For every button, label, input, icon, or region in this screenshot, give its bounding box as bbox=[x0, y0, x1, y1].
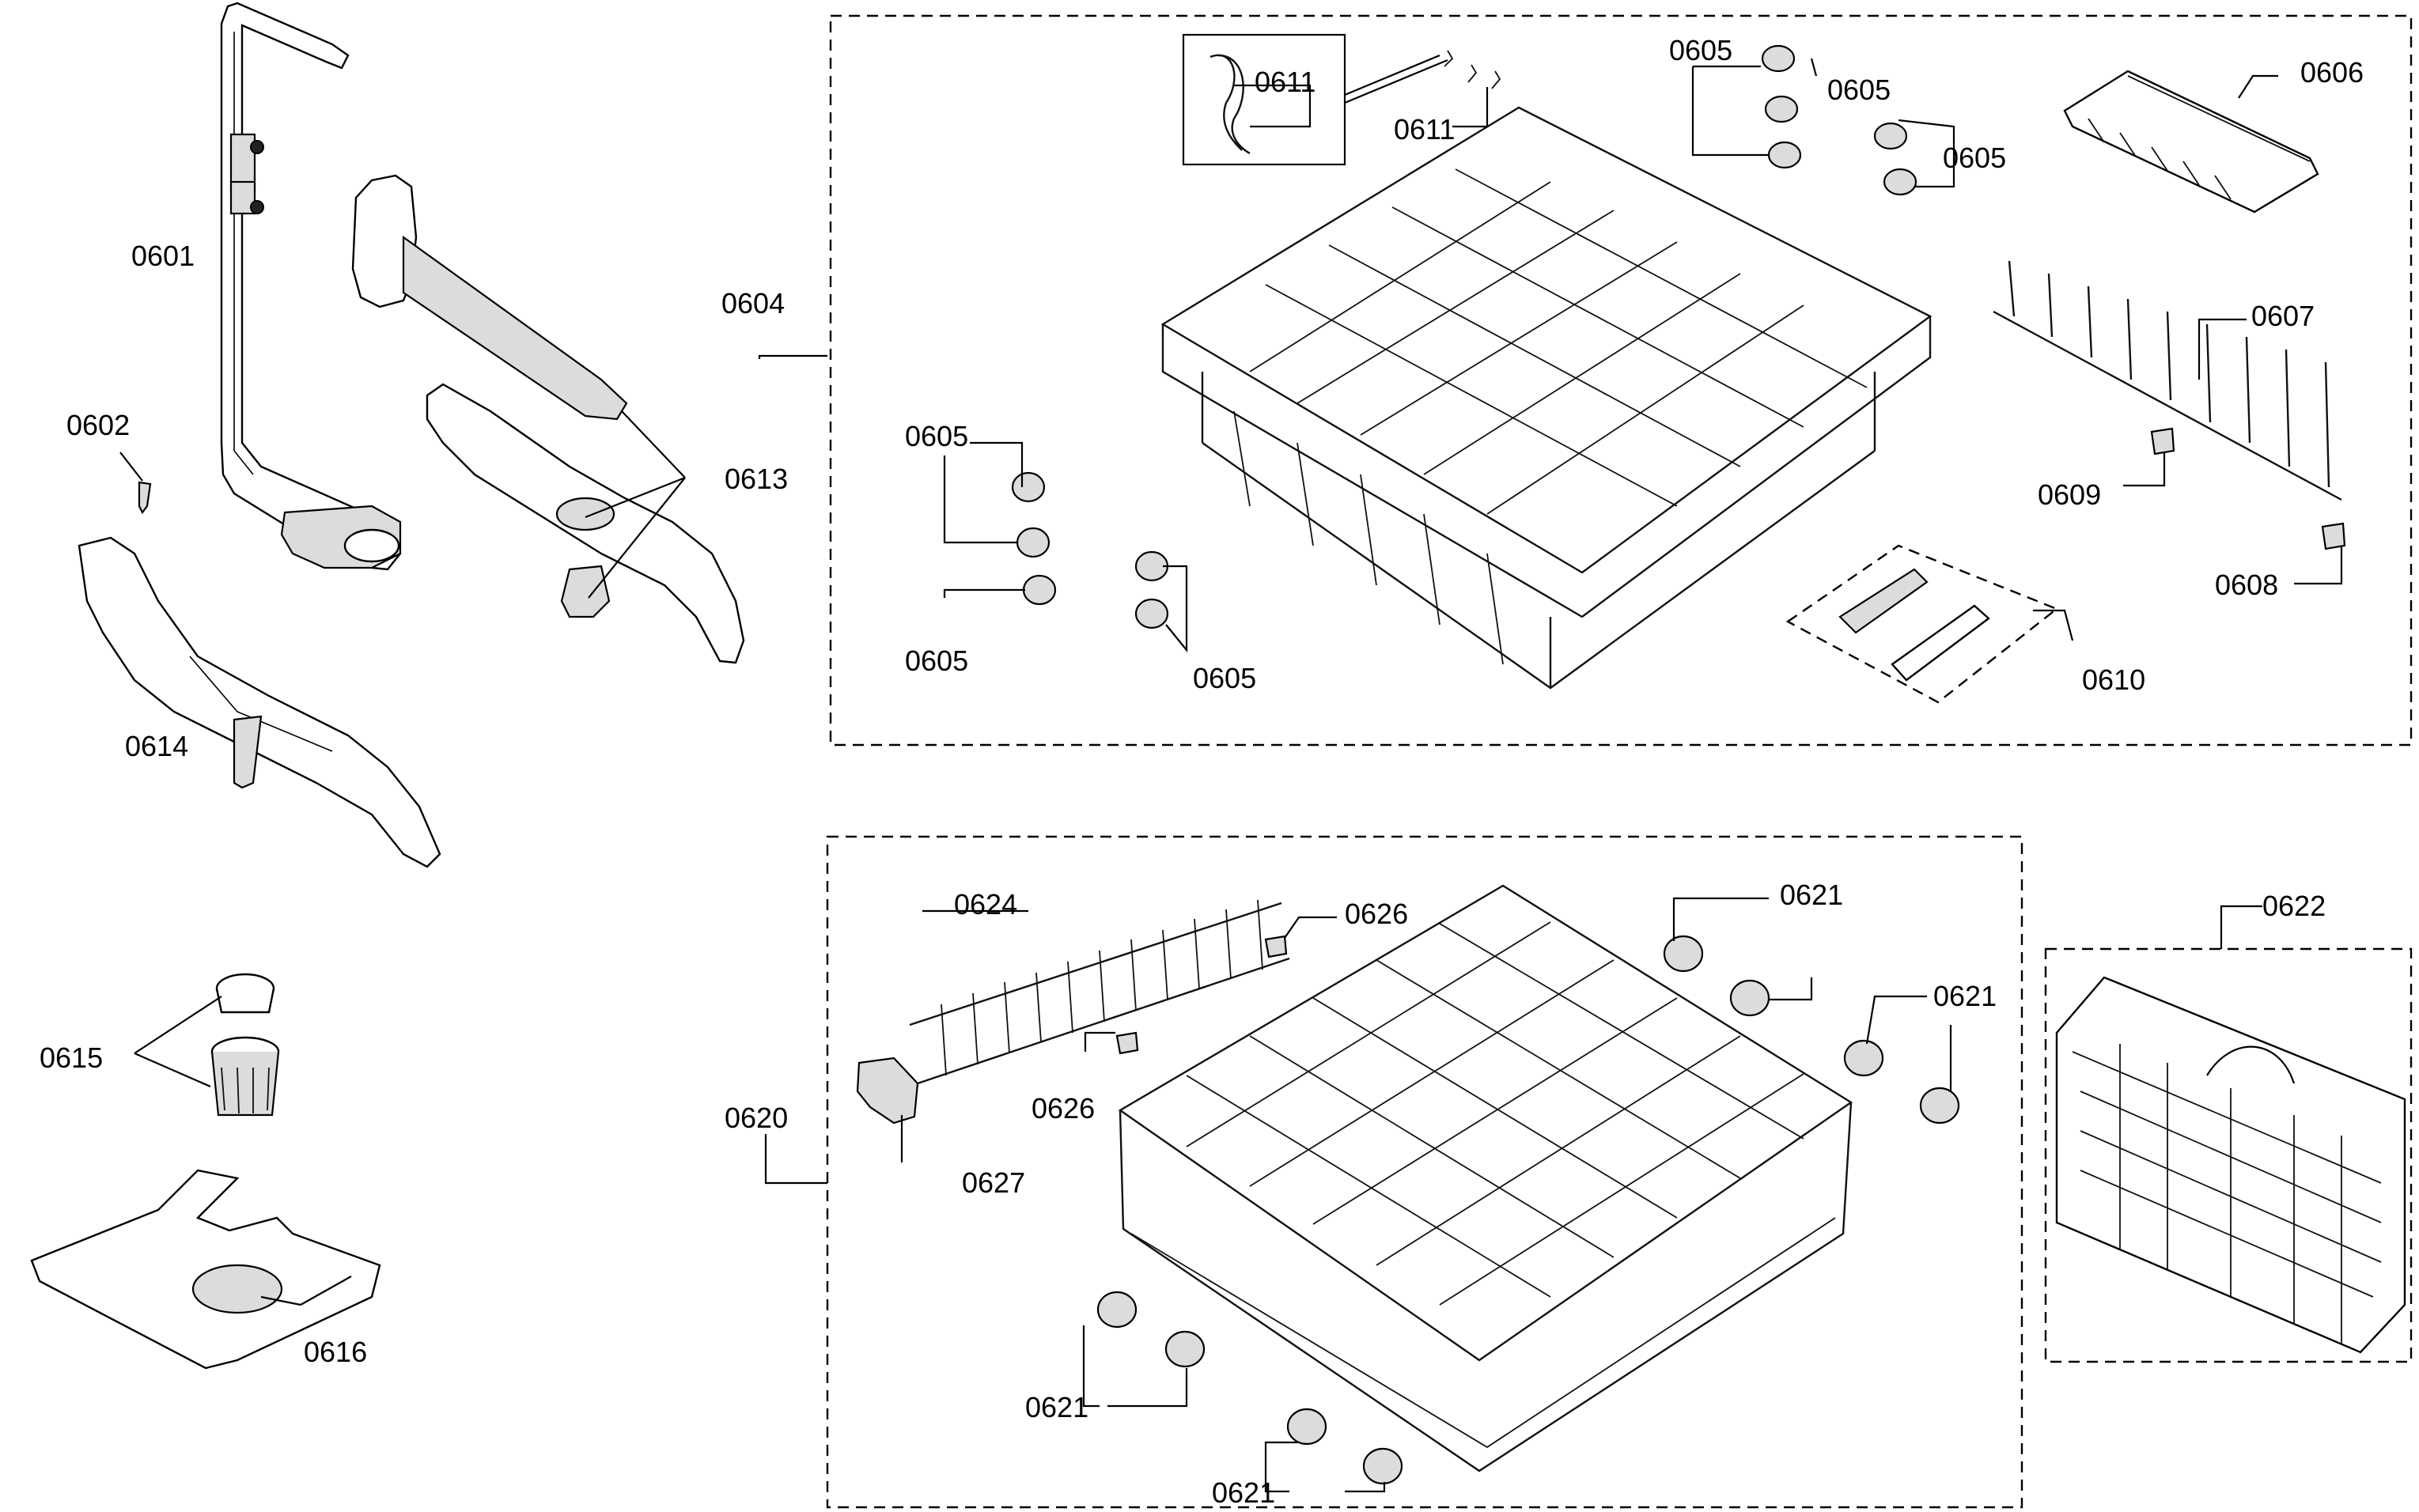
upper-spray-arm-part bbox=[351, 174, 745, 664]
label-0605-e: 0605 bbox=[905, 644, 968, 677]
silverware-basket-box bbox=[2044, 947, 2413, 1363]
tine-row-part bbox=[1993, 260, 2346, 550]
cup-shelf-part bbox=[2063, 70, 2319, 214]
clip-inset-part bbox=[1182, 33, 1501, 166]
label-0626-a: 0626 bbox=[1345, 898, 1408, 930]
leader-lines bbox=[119, 54, 2343, 1493]
lower-rack-part bbox=[1118, 884, 1853, 1472]
label-0610: 0610 bbox=[2082, 663, 2145, 696]
label-0627: 0627 bbox=[962, 1166, 1025, 1199]
label-0622: 0622 bbox=[2262, 890, 2326, 922]
upper-rack-part bbox=[1160, 106, 1933, 690]
label-0601: 0601 bbox=[131, 240, 195, 272]
tine-bracket-part bbox=[856, 1057, 919, 1125]
label-0614: 0614 bbox=[125, 730, 188, 762]
rollers-top-part bbox=[1761, 44, 1917, 196]
lower-rack-group-box bbox=[826, 835, 2023, 1509]
label-0621-d: 0621 bbox=[1212, 1476, 1275, 1509]
label-0613: 0613 bbox=[725, 463, 788, 495]
label-0605-f: 0605 bbox=[1193, 662, 1256, 694]
label-0608: 0608 bbox=[2215, 569, 2278, 601]
label-0606: 0606 bbox=[2300, 56, 2364, 89]
silverware-basket-part bbox=[2055, 976, 2406, 1354]
label-0621-b: 0621 bbox=[1933, 980, 1997, 1012]
label-0605-c: 0605 bbox=[1943, 142, 2006, 174]
label-0605-a: 0605 bbox=[1669, 34, 1732, 66]
label-0609: 0609 bbox=[2038, 478, 2101, 511]
part-labels: 0601 0602 0604 0605 0605 0605 0605 0605 … bbox=[40, 34, 2364, 1509]
screw-part bbox=[138, 481, 152, 515]
label-0615: 0615 bbox=[40, 1041, 103, 1074]
fold-tine-part bbox=[909, 899, 1290, 1085]
rollers-left-part bbox=[1011, 471, 1169, 629]
spray-arm-pipe-part bbox=[220, 2, 402, 571]
label-0611: 0611 bbox=[1394, 113, 1455, 146]
upper-rack-group-box bbox=[829, 14, 2413, 747]
label-0620: 0620 bbox=[725, 1102, 788, 1134]
lower-spray-arm-part bbox=[78, 536, 441, 868]
wheels-part bbox=[1096, 935, 1960, 1485]
label-0616: 0616 bbox=[304, 1336, 367, 1368]
handle-kit-part bbox=[1785, 544, 2059, 704]
label-0605-b: 0605 bbox=[1827, 74, 1891, 106]
label-0626-b: 0626 bbox=[1032, 1092, 1095, 1125]
filter-plate-part bbox=[30, 1169, 381, 1370]
label-0611-inset: 0611 bbox=[1255, 66, 1315, 98]
label-0602: 0602 bbox=[66, 409, 130, 441]
label-0621-a: 0621 bbox=[1780, 879, 1843, 911]
label-0604: 0604 bbox=[721, 287, 785, 319]
label-0621-c: 0621 bbox=[1025, 1391, 1088, 1423]
filter-part bbox=[210, 973, 280, 1117]
label-0607: 0607 bbox=[2251, 300, 2315, 332]
label-0605-d: 0605 bbox=[905, 420, 968, 452]
label-0624: 0624 bbox=[954, 888, 1017, 920]
